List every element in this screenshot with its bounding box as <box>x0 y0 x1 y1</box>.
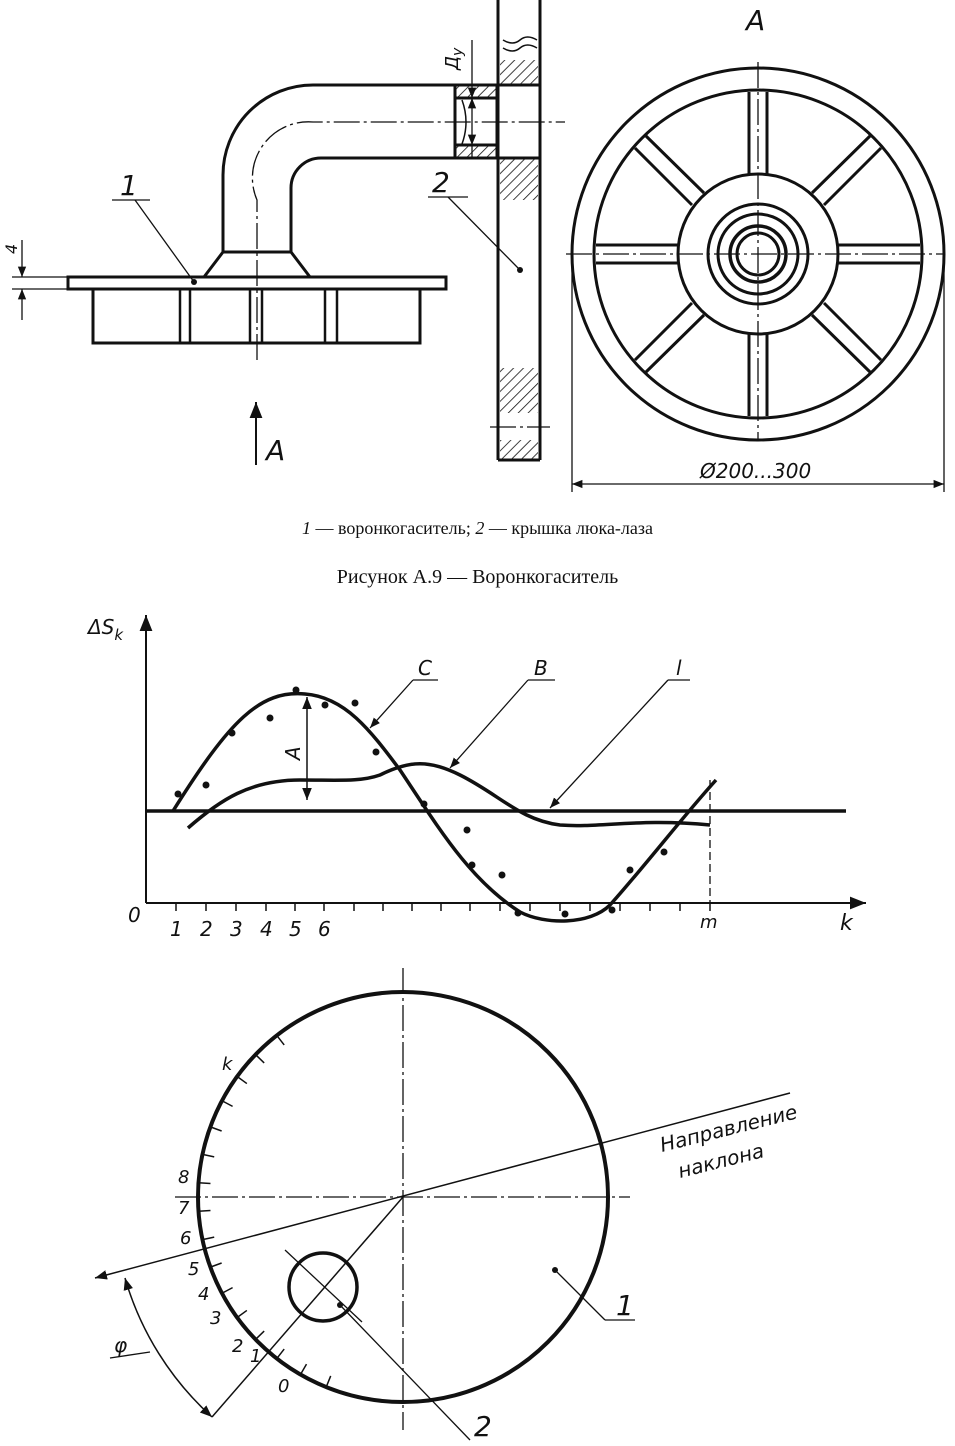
circle-diagram <box>94 968 791 1441</box>
diameter-dimension <box>571 254 945 492</box>
circle-mark-label: 8 <box>178 1167 189 1188</box>
circle-ticks <box>198 1034 332 1388</box>
circle-mark-label: 5 <box>188 1259 199 1280</box>
legend-n2: 2 <box>475 518 485 538</box>
graph-leaders <box>369 679 690 809</box>
circle-mark-label: 2 <box>232 1336 243 1357</box>
circle-part1-dot <box>552 1267 558 1273</box>
data-dot <box>660 848 668 856</box>
circle-tick <box>221 1286 233 1294</box>
thickness-dimension <box>12 240 68 320</box>
data-dot <box>292 686 300 694</box>
circle-tick <box>210 1262 222 1268</box>
data-dot <box>498 871 506 879</box>
circle-mark-label: 6 <box>180 1228 191 1249</box>
circle-top-mark: k <box>222 1054 234 1075</box>
part1-label: 1 <box>120 169 138 202</box>
view-title: A <box>744 4 765 37</box>
data-dot <box>228 729 236 737</box>
dn-label: Ду <box>442 47 466 71</box>
legend-t1: — воронкогаситель; <box>310 518 476 538</box>
circle-mark-label: 0 <box>278 1376 289 1397</box>
curve-b-label: B <box>534 656 548 680</box>
end-tick-label: m <box>700 912 718 933</box>
data-dot <box>626 866 634 874</box>
x-tick-label: 2 <box>200 917 213 941</box>
view-arrow-label: A <box>264 434 285 467</box>
data-dot <box>468 861 476 869</box>
figure-caption: Рисунок А.9 — Воронкогаситель <box>336 566 619 588</box>
x-axis-label: k <box>840 911 854 936</box>
x-tick-label: 4 <box>260 917 273 941</box>
circle-tick <box>255 1054 265 1064</box>
circle-part1-label: 1 <box>616 1289 634 1322</box>
circle-mark-label: 3 <box>210 1308 221 1329</box>
circle-mark-label: 4 <box>198 1284 209 1305</box>
x-tick-label: 1 <box>170 917 183 941</box>
data-dot <box>561 910 569 918</box>
graph-data-dots <box>174 686 668 918</box>
graph-ticks <box>175 903 711 911</box>
data-dot <box>608 906 616 914</box>
circle-tick <box>236 1309 248 1319</box>
circle-tick <box>276 1034 285 1046</box>
legend-n1: 1 <box>301 518 311 538</box>
data-dot <box>420 800 428 808</box>
amplitude-label: A <box>281 746 305 762</box>
circle-tick <box>198 1181 211 1185</box>
curve-c-label: C <box>418 656 432 680</box>
center-lines <box>251 62 944 440</box>
angle-label: φ <box>114 1333 127 1357</box>
circle-tick <box>299 1363 308 1375</box>
circle-mark-label: 7 <box>178 1198 190 1219</box>
circle-tick <box>210 1126 222 1132</box>
part1-dot <box>191 279 197 285</box>
x-tick-label: 5 <box>289 917 302 941</box>
y-axis-label: ΔSk <box>86 615 124 644</box>
circle-tick <box>236 1075 248 1085</box>
data-dot <box>463 826 471 834</box>
figure-legend: 1 — воронкогаситель; 2 — крышка люка-лаз… <box>0 518 955 539</box>
circle-tick <box>202 1153 215 1158</box>
graph-curves <box>171 691 718 923</box>
curve-c <box>171 691 718 923</box>
dn-dimension <box>461 40 477 158</box>
funnel-damper-side-view <box>66 0 542 462</box>
circle-tick <box>198 1209 211 1213</box>
legend-t2: — крышка люка-лаза <box>484 518 653 538</box>
circle-tick <box>276 1348 285 1360</box>
curve-b <box>186 762 711 830</box>
data-dot <box>321 701 329 709</box>
data-dot <box>202 781 210 789</box>
x-tick-label: 3 <box>230 917 243 941</box>
circle-tick <box>325 1375 332 1388</box>
diameter-label: Ø200...300 <box>699 459 811 483</box>
part2-dot <box>517 267 523 273</box>
x-tick-label: 6 <box>318 917 331 941</box>
data-dot <box>372 748 380 756</box>
data-dot <box>514 909 522 917</box>
curve-l-label: l <box>676 656 682 680</box>
part-leaders-top <box>112 196 521 283</box>
data-dot <box>351 699 359 707</box>
circle-tick <box>221 1100 233 1108</box>
thickness-dimension-label: 4 <box>2 244 21 254</box>
circle-tick <box>255 1330 265 1340</box>
data-dot <box>266 714 274 722</box>
circle-part2-dot <box>337 1302 343 1308</box>
part2-label: 2 <box>432 166 450 199</box>
graph-axes <box>139 615 866 910</box>
circle-part2-label: 2 <box>474 1410 492 1443</box>
circle-mark-label: 1 <box>250 1346 261 1367</box>
data-dot <box>174 790 182 798</box>
circle-tick <box>202 1236 215 1241</box>
origin-label: 0 <box>128 903 141 927</box>
